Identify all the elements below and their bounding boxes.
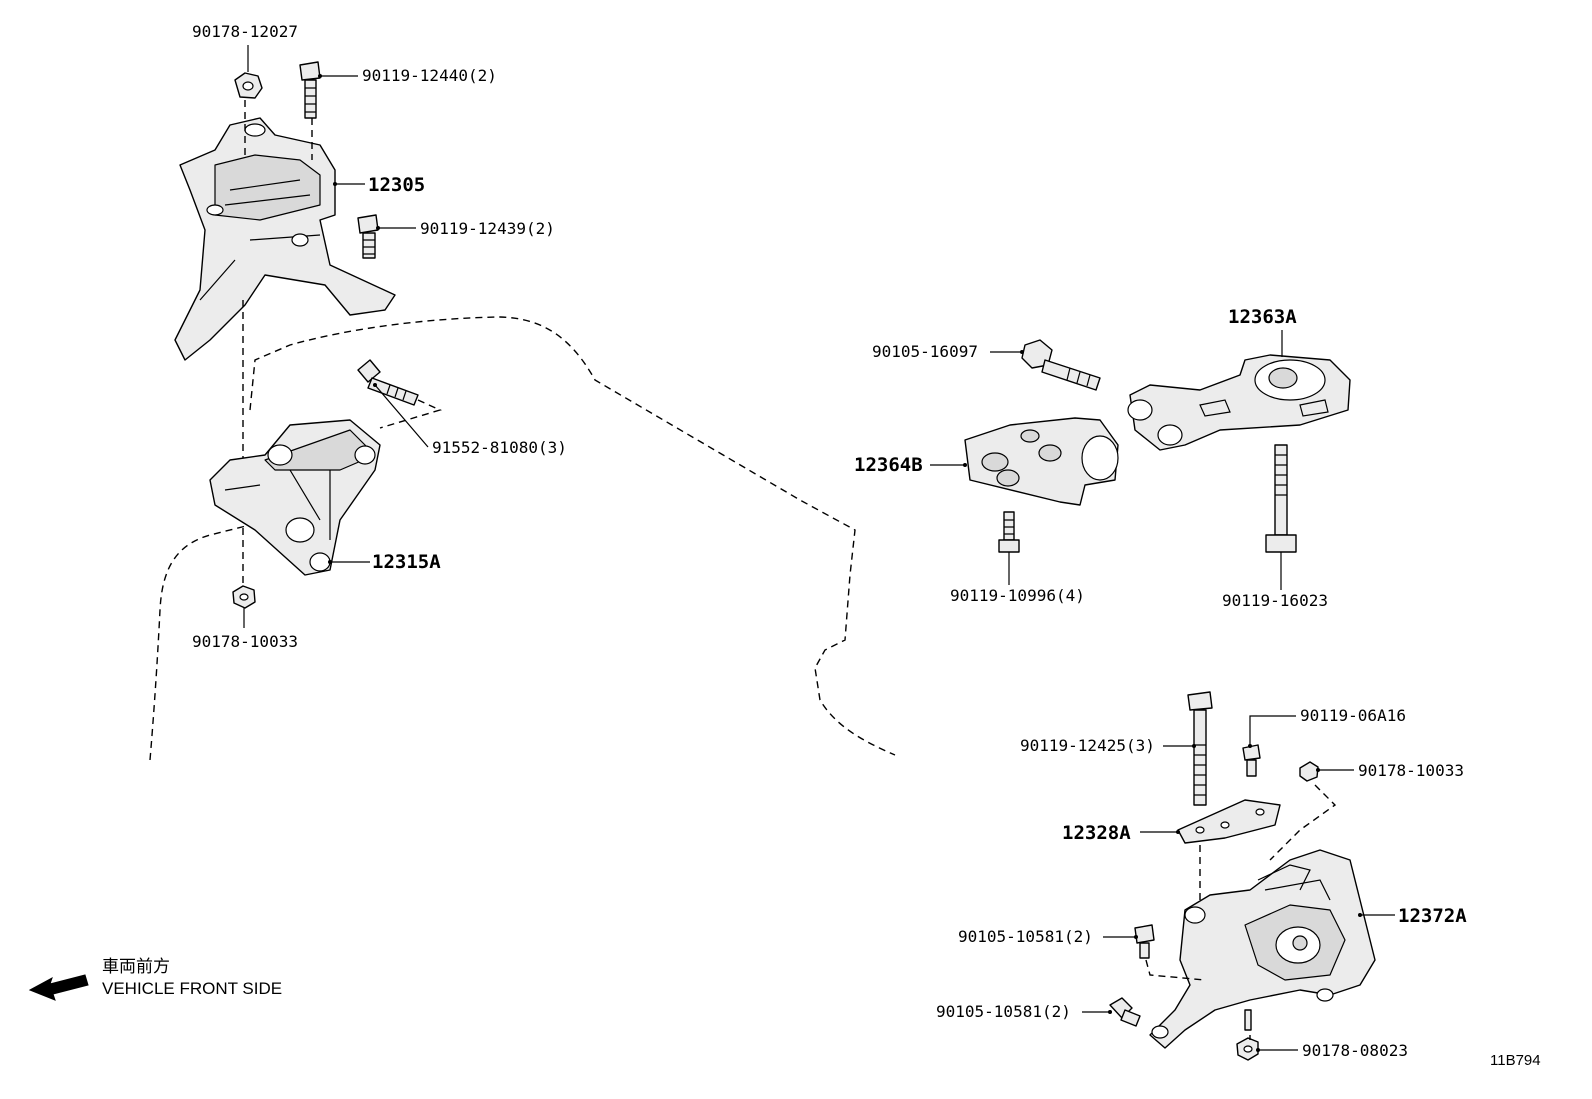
label-90105-10581-b: 90105-10581(2) <box>936 1002 1071 1021</box>
label-90178-12027: 90178-12027 <box>192 22 298 41</box>
reference-code: 11B794 <box>1490 1052 1541 1069</box>
label-12363A: 12363A <box>1228 306 1297 328</box>
bracket-12328A <box>1177 799 1281 844</box>
label-90178-08023: 90178-08023 <box>1302 1041 1408 1060</box>
label-90119-12440: 90119-12440(2) <box>362 66 497 85</box>
label-12372A: 12372A <box>1398 905 1467 927</box>
mount-12372A <box>1149 849 1376 1049</box>
label-90119-10996: 90119-10996(4) <box>950 586 1085 605</box>
bolt-90119-12425 <box>1187 691 1213 806</box>
nut-90178-10033-left <box>232 585 256 609</box>
bolt-90119-12439 <box>357 214 379 259</box>
direction-label-english: VEHICLE FRONT SIDE <box>102 979 282 998</box>
bolt-90119-06A16 <box>1242 744 1261 777</box>
bolt-90105-10581-a <box>1134 924 1155 959</box>
nut-90178-12027 <box>234 72 263 99</box>
label-12315A: 12315A <box>372 551 441 573</box>
nut-90178-10033-right <box>1299 761 1319 782</box>
label-91552-81080: 91552-81080(3) <box>432 438 567 457</box>
label-90105-10581-a: 90105-10581(2) <box>958 927 1093 946</box>
bolt-90119-12440 <box>299 61 321 119</box>
label-90119-16023: 90119-16023 <box>1222 591 1328 610</box>
label-90119-06A16: 90119-06A16 <box>1300 706 1406 725</box>
engine-outline <box>149 316 896 761</box>
vehicle-front-indicator: 車両前方 VEHICLE FRONT SIDE <box>28 957 282 1001</box>
bolt-91552-81080 <box>357 359 419 406</box>
label-90178-10033-right: 90178-10033 <box>1358 761 1464 780</box>
label-90105-16097: 90105-16097 <box>872 342 978 361</box>
nut-90178-08023 <box>1236 1037 1259 1061</box>
bolt-90105-16097 <box>1021 339 1101 391</box>
label-90119-12425: 90119-12425(3) <box>1020 736 1155 755</box>
label-12364B: 12364B <box>854 454 923 476</box>
leader-lines <box>243 45 1395 1052</box>
engine-mount-12305 <box>174 117 396 361</box>
label-90119-12439: 90119-12439(2) <box>420 219 555 238</box>
bolt-90119-10996 <box>998 511 1020 553</box>
torque-rod-12363A <box>1127 354 1351 451</box>
bolt-90105-10581-b <box>1109 997 1141 1027</box>
label-90178-10033-left: 90178-10033 <box>192 632 298 651</box>
bracket-12315A <box>209 419 381 576</box>
label-12305: 12305 <box>368 174 425 196</box>
label-12328A: 12328A <box>1062 822 1131 844</box>
bolt-90119-16023 <box>1265 444 1297 553</box>
bracket-12364B <box>964 417 1119 506</box>
front-arrow-icon <box>28 974 89 1001</box>
direction-label-japanese: 車両前方 <box>102 957 170 976</box>
